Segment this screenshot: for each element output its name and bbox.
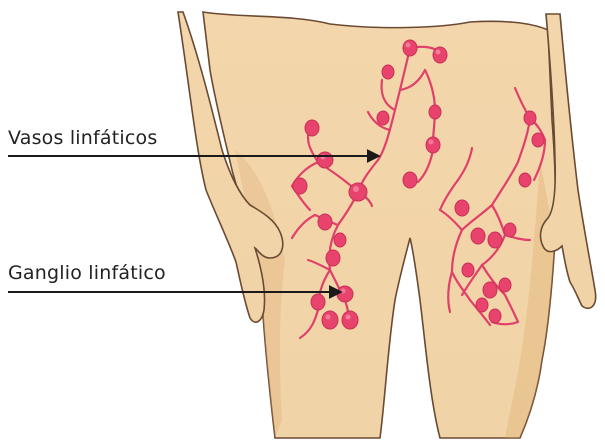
lymph-node (489, 309, 501, 323)
lymph-node (317, 152, 333, 168)
lymph-node (337, 286, 353, 302)
lymph-node (349, 183, 367, 201)
lymph-node (318, 214, 332, 230)
node-label: Ganglio linfático (8, 262, 166, 284)
lymph-node (433, 47, 447, 63)
lymph-node (462, 263, 474, 277)
lymph-node (293, 178, 307, 194)
lymph-node (326, 250, 340, 266)
lymph-node (342, 311, 358, 329)
lymph-node (429, 105, 441, 119)
lymph-node (403, 172, 417, 188)
vessels-label: Vasos linfáticos (8, 127, 157, 149)
lymph-node (426, 137, 440, 153)
lymph-node (455, 200, 469, 216)
lymph-node (311, 294, 325, 310)
lymph-node (483, 282, 497, 298)
lymph-node (519, 173, 531, 187)
lymph-node (488, 232, 502, 248)
lymph-node (499, 278, 511, 292)
lymph-node (382, 65, 394, 79)
lymph-node (403, 40, 417, 56)
lymph-node (532, 133, 544, 147)
lymph-node (322, 311, 338, 329)
lymph-node (476, 298, 488, 312)
lymph-node (524, 111, 536, 125)
lymph-node (305, 120, 319, 136)
lymph-node (377, 111, 389, 125)
lymph-node (504, 223, 516, 237)
lymph-node (334, 233, 346, 247)
lymph-node (471, 228, 485, 244)
